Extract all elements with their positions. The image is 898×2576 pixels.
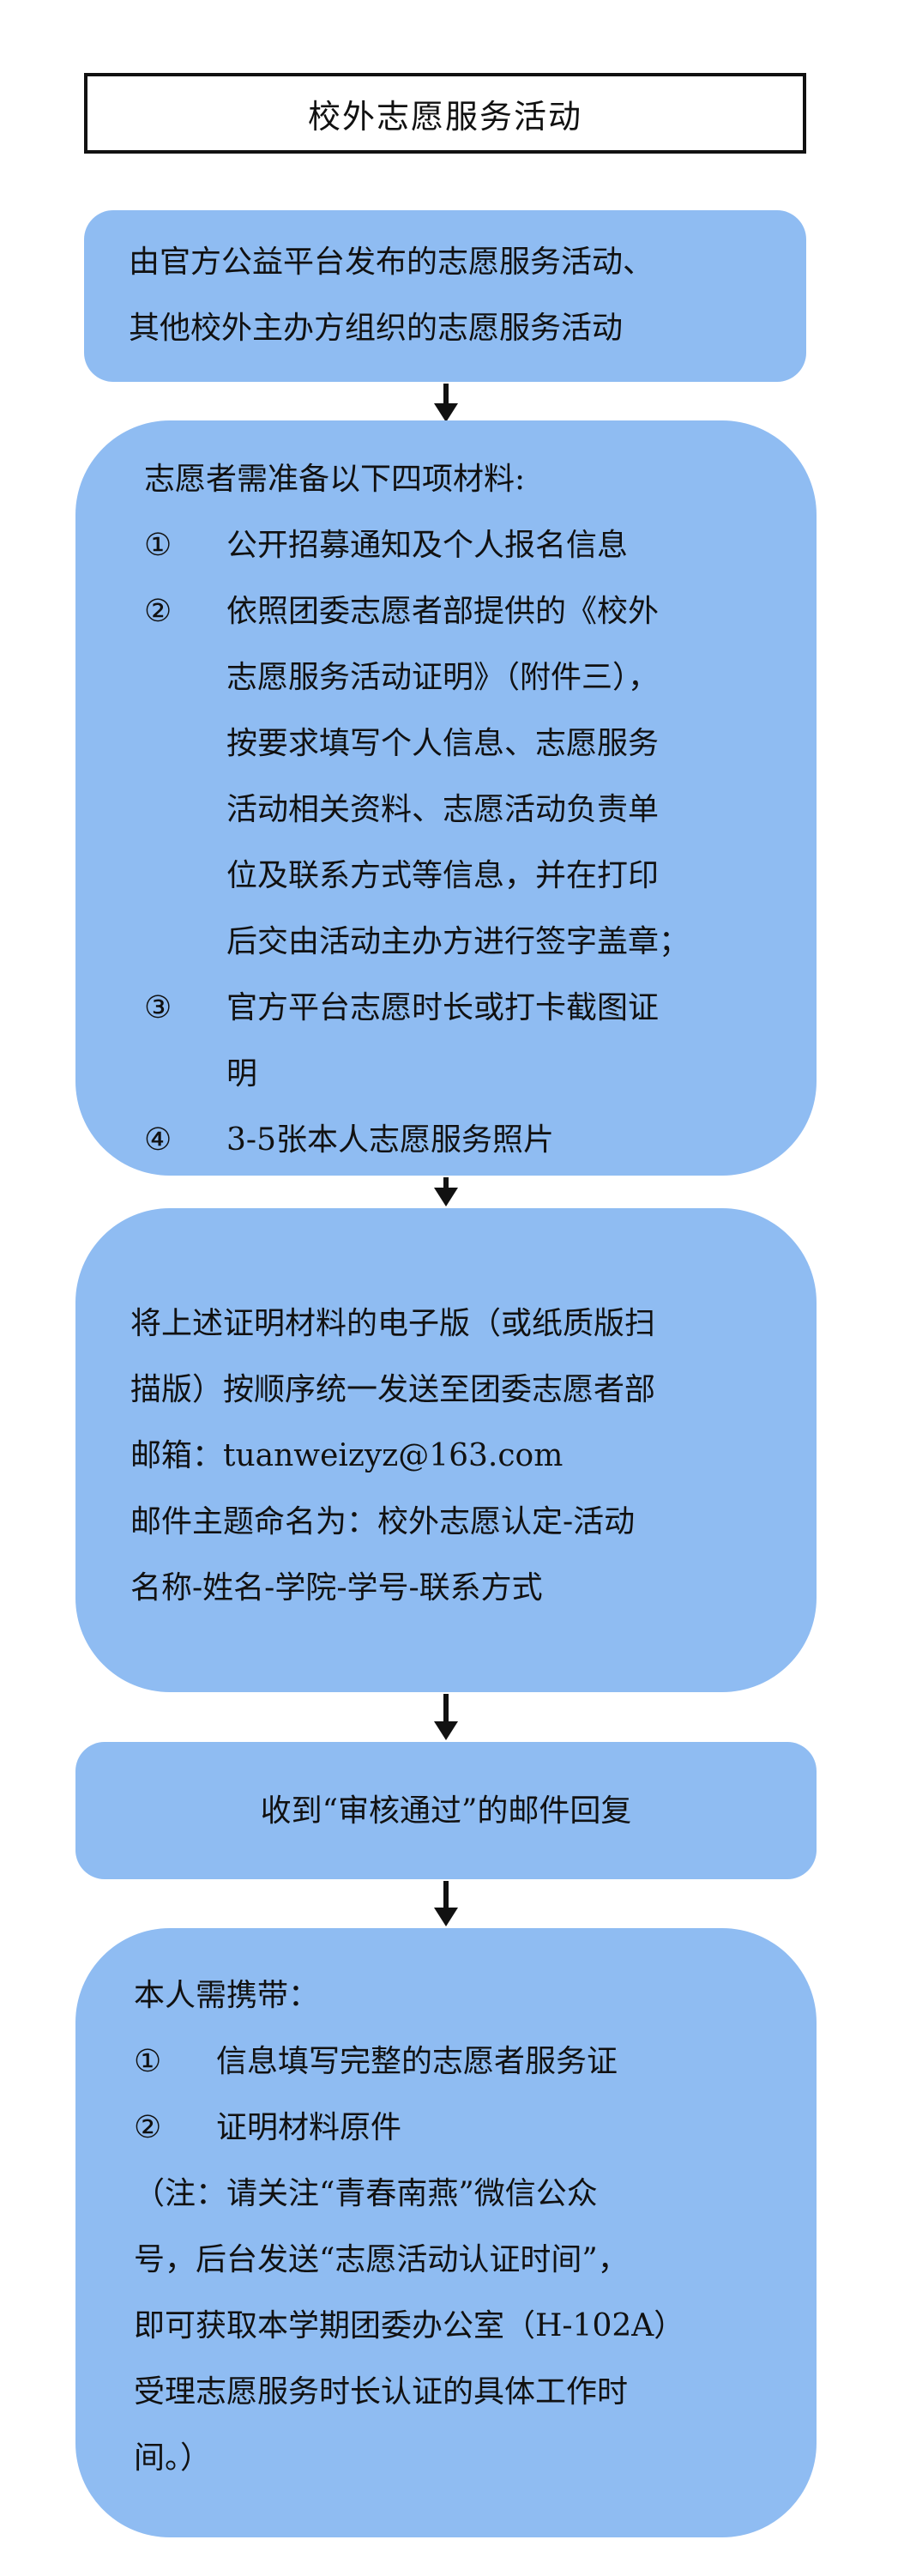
item-line: 公开招募通知及个人报名信息	[226, 528, 629, 563]
note-line: 受理志愿服务时长认证的具体工作时	[134, 2374, 629, 2410]
step-4-text: 收到“审核通过”的邮件回复	[260, 1793, 632, 1829]
item-line: 后交由活动主办方进行签字盖章；	[226, 924, 690, 959]
step-3-line: 名称-姓名-学院-学号-联系方式	[130, 1570, 543, 1605]
step-2-box: 志愿者需准备以下四项材料: ① 公开招募通知及个人报名信息 ② 依照团委志愿者部…	[75, 420, 817, 1176]
step-1-box: 由官方公益平台发布的志愿服务活动、 其他校外主办方组织的志愿服务活动	[84, 210, 806, 382]
list-item: ① 公开招募通知及个人报名信息	[144, 512, 817, 578]
step-1-line: 由官方公益平台发布的志愿服务活动、	[129, 245, 654, 280]
note-line: 号，后台发送“志愿活动认证时间”，	[134, 2242, 629, 2277]
step-4-box: 收到“审核通过”的邮件回复	[75, 1742, 817, 1879]
item-line: 明	[226, 1056, 258, 1091]
item-line: 证明材料原件	[216, 2110, 402, 2145]
item-line: 活动相关资料、志愿活动负责单	[226, 792, 660, 827]
note-line: 即可获取本学期团委办公室（H-102A）	[134, 2308, 685, 2343]
step-3-line: 邮箱：tuanweizyz@163.com	[130, 1438, 564, 1473]
flowchart-title: 校外志愿服务活动	[84, 73, 806, 154]
step-2-heading: 志愿者需准备以下四项材料:	[144, 462, 526, 497]
list-item: ① 信息填写完整的志愿者服务证	[134, 2029, 817, 2095]
step-5-box: 本人需携带： ① 信息填写完整的志愿者服务证 ② 证明材料原件 （注：请关注“青…	[75, 1928, 817, 2537]
list-item: ④ 3-5张本人志愿服务照片	[144, 1107, 817, 1173]
note-line: 间。）	[134, 2440, 212, 2476]
item-number: ①	[144, 528, 172, 563]
step-3-line: 邮件主题命名为：校外志愿认定-活动	[130, 1504, 636, 1539]
list-item: ② 证明材料原件	[134, 2095, 817, 2161]
list-item: ② 依照团委志愿者部提供的《校外 志愿服务活动证明》（附件三）， 按要求填写个人…	[144, 578, 817, 975]
item-line: 位及联系方式等信息，并在打印	[226, 858, 660, 893]
item-number: ③	[144, 990, 172, 1025]
step-5-heading: 本人需携带：	[134, 1978, 320, 2013]
note-line: （注：请关注“青春南燕”微信公众	[134, 2176, 598, 2211]
step-3-box: 将上述证明材料的电子版（或纸质版扫 描版）按顺序统一发送至团委志愿者部 邮箱：t…	[75, 1208, 817, 1692]
item-line: 依照团委志愿者部提供的《校外	[226, 594, 660, 629]
item-number: ②	[134, 2110, 162, 2145]
step-3-line: 将上述证明材料的电子版（或纸质版扫	[130, 1306, 656, 1341]
item-number: ①	[134, 2044, 162, 2079]
item-line: 志愿服务活动证明》（附件三），	[226, 660, 660, 695]
item-line: 3-5张本人志愿服务照片	[226, 1122, 554, 1158]
item-number: ④	[144, 1122, 172, 1158]
item-line: 按要求填写个人信息、志愿服务	[226, 726, 660, 761]
step-1-line: 其他校外主办方组织的志愿服务活动	[129, 311, 624, 346]
item-line: 官方平台志愿时长或打卡截图证	[226, 990, 660, 1025]
item-number: ②	[144, 594, 172, 629]
item-line: 信息填写完整的志愿者服务证	[216, 2044, 618, 2079]
list-item: ③ 官方平台志愿时长或打卡截图证 明	[144, 975, 817, 1107]
step-3-line: 描版）按顺序统一发送至团委志愿者部	[130, 1372, 656, 1407]
